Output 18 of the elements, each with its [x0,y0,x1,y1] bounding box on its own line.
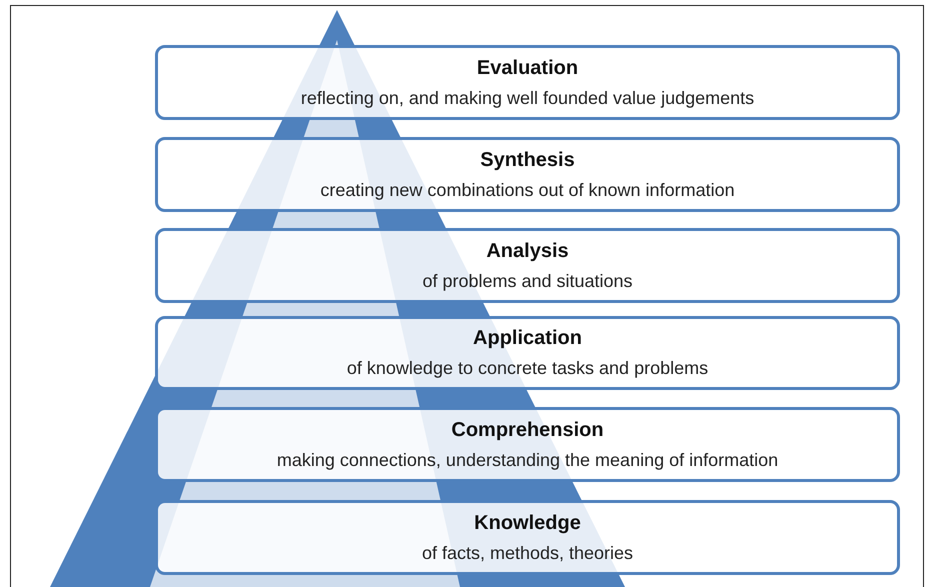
level-description: of knowledge to concrete tasks and problems [346,358,708,379]
level-title: Analysis [486,240,569,262]
level-title: Comprehension [451,418,604,442]
level-description: creating new combinations out of known information [320,180,735,200]
level-description: making connections, understanding the meaning of information [276,450,778,470]
level-title: Synthesis [480,148,575,172]
level-box [155,500,900,575]
level-description: of facts, methods, theories [422,542,634,564]
level-description: of problems and situations [422,270,633,292]
level-box [155,228,900,303]
level-title: Knowledge [474,512,581,534]
level-description: reflecting on, and making well founded value judgements [300,88,754,108]
level-title: Application [473,327,582,350]
level-box [155,316,900,390]
level-box [155,407,900,482]
level-title: Evaluation [476,56,578,80]
level-box [155,45,900,120]
level-box [155,137,900,212]
